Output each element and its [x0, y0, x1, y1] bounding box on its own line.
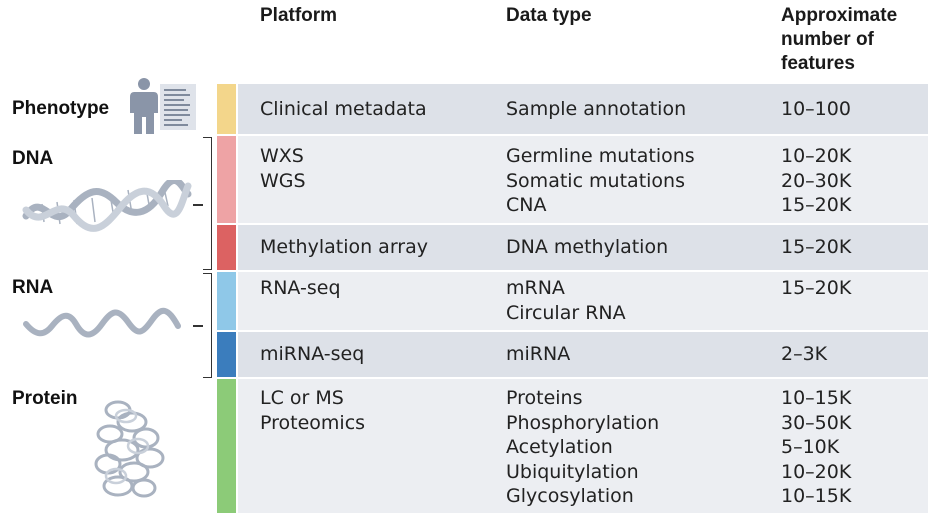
header-platform: Platform [260, 5, 338, 26]
strip-wxs [217, 136, 236, 223]
cell-platform-wxs: WXS WGS [260, 145, 306, 192]
cell-platform-clinical: Clinical metadata [260, 98, 427, 120]
row-bg-wxs [238, 136, 928, 223]
row-bg-proteomics [238, 379, 928, 513]
cell-datatype-wxs: Germline mutations Somatic mutations CNA [506, 145, 695, 216]
document-icon [160, 84, 196, 130]
cell-platform-mirna: miRNA-seq [260, 343, 365, 365]
rna-bracket [203, 273, 212, 378]
cell-datatype-mirna: miRNA [506, 343, 571, 365]
strip-mirna [217, 332, 236, 377]
protein-coil-icon [94, 400, 165, 498]
cell-platform-methylation: Methylation array [260, 236, 428, 258]
cell-features-clinical: 10–100 [781, 98, 851, 120]
strip-rnaseq [217, 272, 236, 330]
cell-features-methylation: 15–20K [781, 236, 852, 258]
cell-datatype-proteomics: Proteins Phosphorylation Acetylation Ubi… [506, 387, 660, 507]
cell-platform-proteomics: LC or MS Proteomics [260, 387, 366, 434]
row-bg-rnaseq [238, 272, 928, 330]
cell-features-mirna: 2–3K [781, 343, 828, 365]
category-dna: DNA [12, 148, 54, 169]
strip-clinical [217, 84, 236, 134]
rna-bracket-tick [193, 325, 203, 327]
cell-datatype-methylation: DNA methylation [506, 236, 669, 258]
cell-datatype-rnaseq: mRNA Circular RNA [506, 277, 626, 324]
header-data-type: Data type [506, 5, 592, 26]
cell-features-proteomics: 10–15K 30–50K 5–10K 10–20K 10–15K [781, 387, 852, 507]
dna-bracket-tick [193, 204, 203, 206]
header-features: Approximate number of features [781, 5, 898, 74]
category-phenotype: Phenotype [12, 98, 110, 119]
strip-proteomics [217, 379, 236, 513]
row-bg-mirna [238, 332, 928, 377]
row-bg-clinical [238, 84, 928, 134]
dna-helix-icon [22, 180, 192, 232]
category-rna: RNA [12, 277, 54, 298]
category-protein: Protein [12, 388, 78, 409]
cell-datatype-clinical: Sample annotation [506, 98, 687, 120]
person-icon [130, 78, 158, 134]
cell-features-rnaseq: 15–20K [781, 277, 852, 299]
strip-methylation [217, 225, 236, 270]
rna-strand-icon [23, 308, 181, 338]
row-bg-methylation [238, 225, 928, 270]
dna-bracket [203, 137, 212, 270]
cell-platform-rnaseq: RNA-seq [260, 277, 341, 299]
cell-features-wxs: 10–20K 20–30K 15–20K [781, 145, 852, 216]
